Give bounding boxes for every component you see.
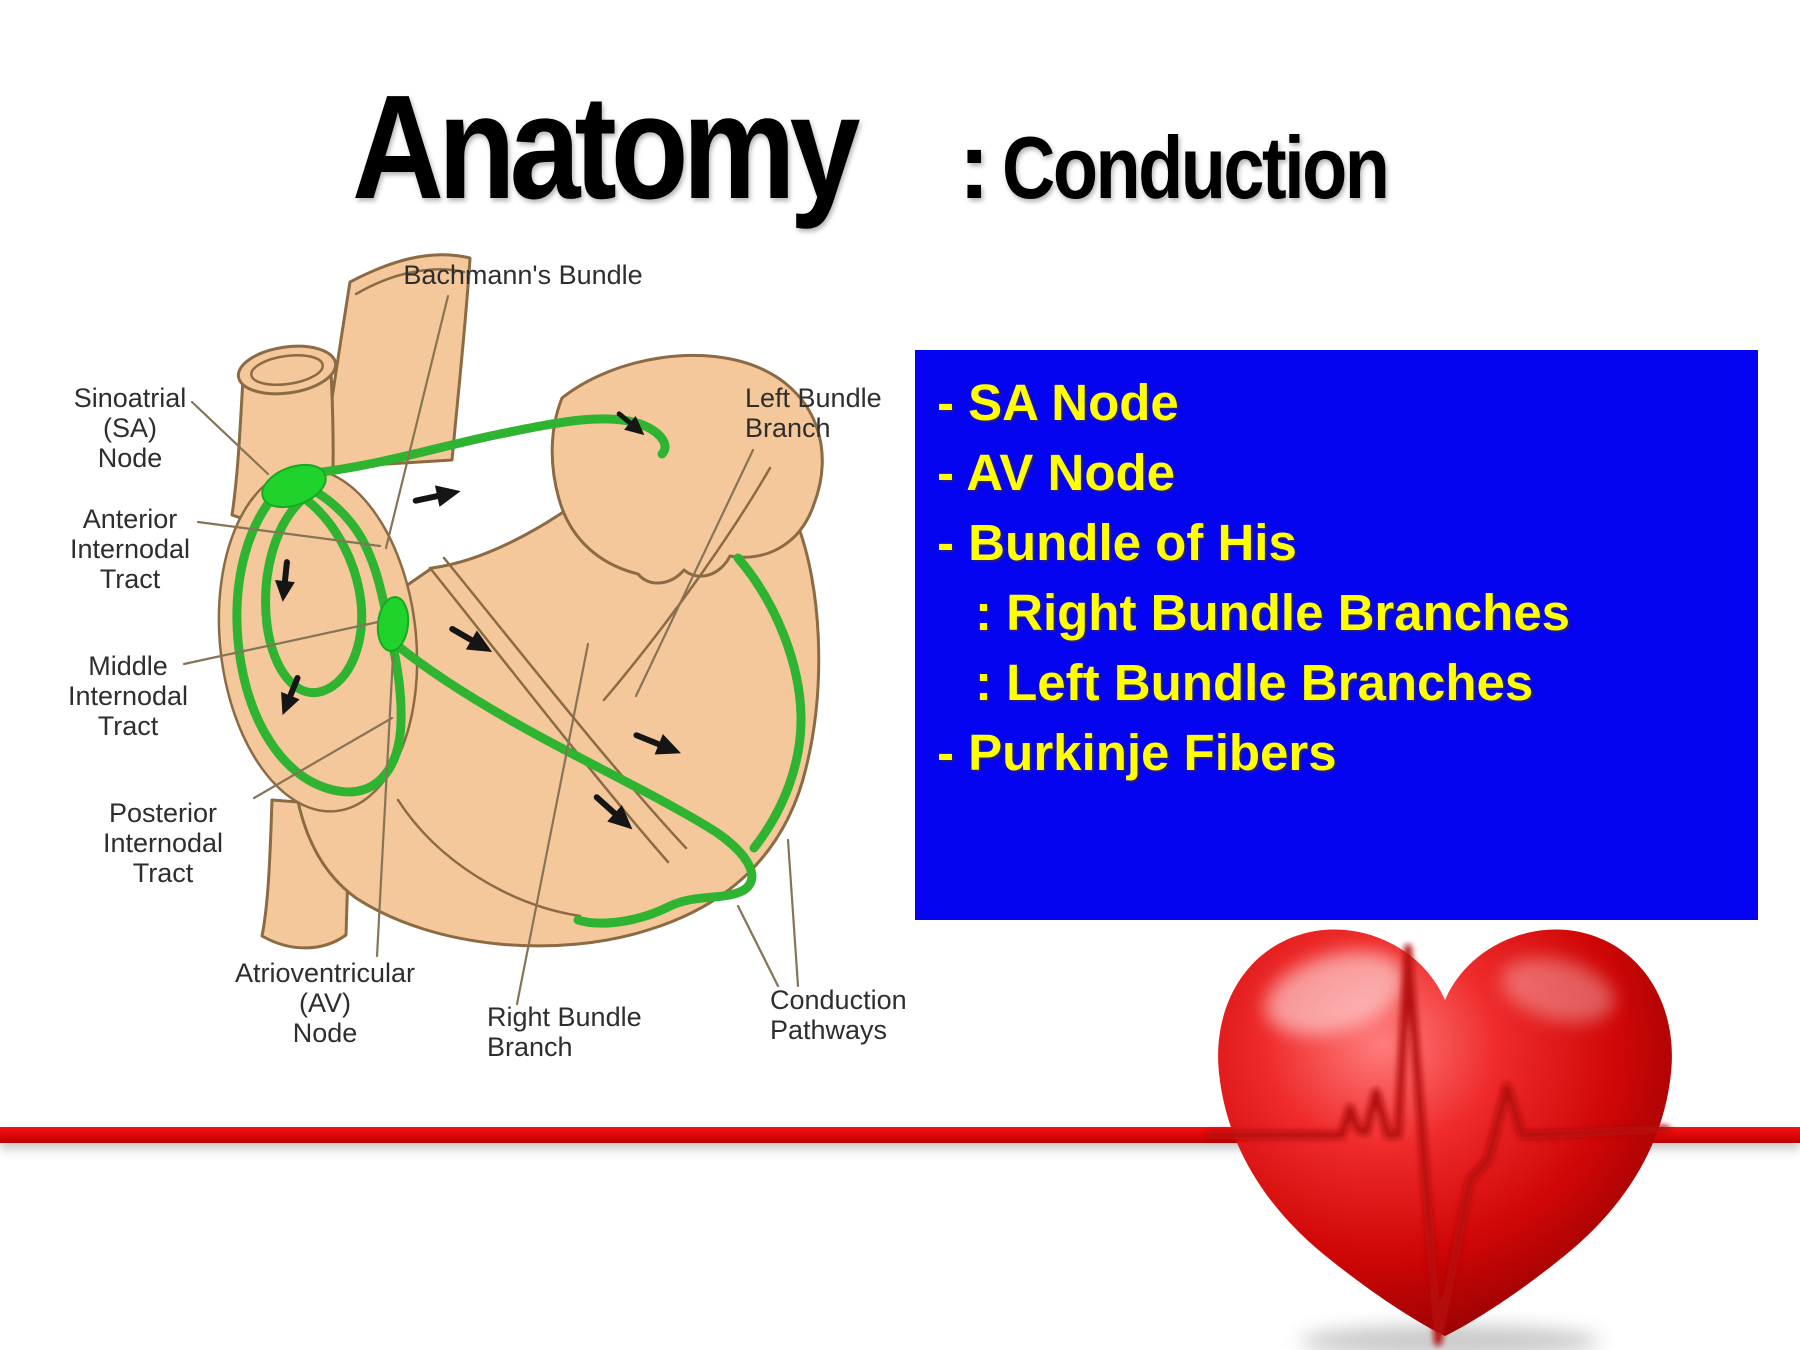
label-line: Node (97, 443, 163, 473)
leader-line (515, 642, 590, 1006)
svc-opening-inner (250, 354, 324, 386)
aorta-rim (354, 268, 466, 296)
septum-line-1 (428, 566, 670, 864)
conduction-list-panel: - SA Node - AV Node - Bundle of His : Ri… (915, 350, 1758, 920)
leader-line (786, 838, 800, 988)
label-line: Anterior (82, 504, 178, 534)
label-line: Branch (745, 413, 831, 443)
glossy-heart-ecg-icon (1206, 929, 1672, 1350)
title-main: Anatomy (352, 65, 860, 230)
label-line: Left Bundle (745, 383, 882, 413)
label-line: Node (292, 1018, 358, 1048)
label-line: Sinoatrial (73, 383, 187, 413)
label-sinoatrial-node: Sinoatrial (SA) Node (40, 383, 220, 473)
label-line: Internodal (102, 828, 224, 858)
label-conduction-pathways: Conduction Pathways (770, 985, 990, 1045)
list-item: : Left Bundle Branches (975, 654, 1534, 711)
flow-arrow (593, 794, 633, 830)
septum-line-2 (442, 556, 688, 850)
label-posterior-internodal-tract: Posterior Internodal Tract (73, 798, 253, 888)
label-line: Atrioventricular (234, 958, 416, 988)
internodal-loop-outer (232, 475, 406, 797)
left-bundle-path (733, 553, 806, 853)
heart-shadow (1300, 1325, 1600, 1350)
label-line: Right Bundle (487, 1002, 642, 1032)
list-item: - SA Node (937, 374, 1179, 431)
list-item: - Purkinje Fibers (937, 724, 1337, 781)
sa-node (261, 463, 327, 509)
title-sub: Conduction (1002, 118, 1390, 217)
label-line: Middle (88, 651, 168, 681)
list-item: : Right Bundle Branches (975, 584, 1571, 641)
heart-specular-right (1501, 957, 1615, 1023)
flow-arrow (281, 675, 301, 716)
leader-line (375, 654, 395, 958)
bundle-of-his-right-bundle-path (393, 641, 757, 928)
leader-line (196, 520, 382, 548)
aorta (320, 253, 472, 470)
leader-line (182, 620, 380, 666)
title-colon: : (958, 112, 991, 219)
label-line: (SA) (103, 413, 157, 443)
label-left-bundle-branch: Left Bundle Branch (745, 383, 965, 443)
label-line: Bachmann's Bundle (403, 260, 643, 290)
leader-line (252, 716, 394, 800)
leader-line (384, 294, 450, 550)
label-atrioventricular-node: Atrioventricular (AV) Node (205, 958, 445, 1048)
ecg-trace (1206, 944, 1670, 1346)
label-bachmanns-bundle: Bachmann's Bundle (348, 260, 698, 290)
flow-arrow (274, 559, 295, 602)
list-item: - Bundle of His (937, 514, 1297, 571)
bachmanns-bundle-path (301, 414, 670, 479)
internodal-loop-inner (261, 493, 367, 698)
label-line: Internodal (67, 681, 189, 711)
page-title: Anatomy : Conduction (352, 74, 1461, 222)
label-anterior-internodal-tract: Anterior Internodal Tract (40, 504, 220, 594)
list-item: - AV Node (937, 444, 1175, 501)
flow-arrow (449, 626, 493, 652)
leader-line (736, 904, 780, 988)
flow-arrow (616, 411, 645, 436)
label-line: Tract (99, 564, 161, 594)
ventricle-inner-wall (396, 798, 582, 918)
flow-arrow (633, 732, 681, 755)
flow-arrows (274, 411, 681, 830)
left-ventricle-wall-line (602, 466, 772, 702)
conduction-pathways-green (232, 414, 806, 928)
leader-lines (182, 294, 800, 1006)
leader-line (190, 400, 270, 476)
label-line: Posterior (108, 798, 218, 828)
label-line: (AV) (299, 988, 351, 1018)
label-line: Branch (487, 1032, 573, 1062)
label-right-bundle-branch: Right Bundle Branch (487, 1002, 707, 1062)
label-line: Internodal (69, 534, 191, 564)
label-middle-internodal-tract: Middle Internodal Tract (38, 651, 218, 741)
flow-arrow (412, 485, 461, 507)
leader-line (634, 448, 755, 698)
label-line: Conduction (770, 985, 907, 1015)
label-line: Tract (132, 858, 194, 888)
label-line: Tract (97, 711, 159, 741)
heart-specular-left (1265, 951, 1405, 1035)
label-line: Pathways (770, 1015, 888, 1045)
